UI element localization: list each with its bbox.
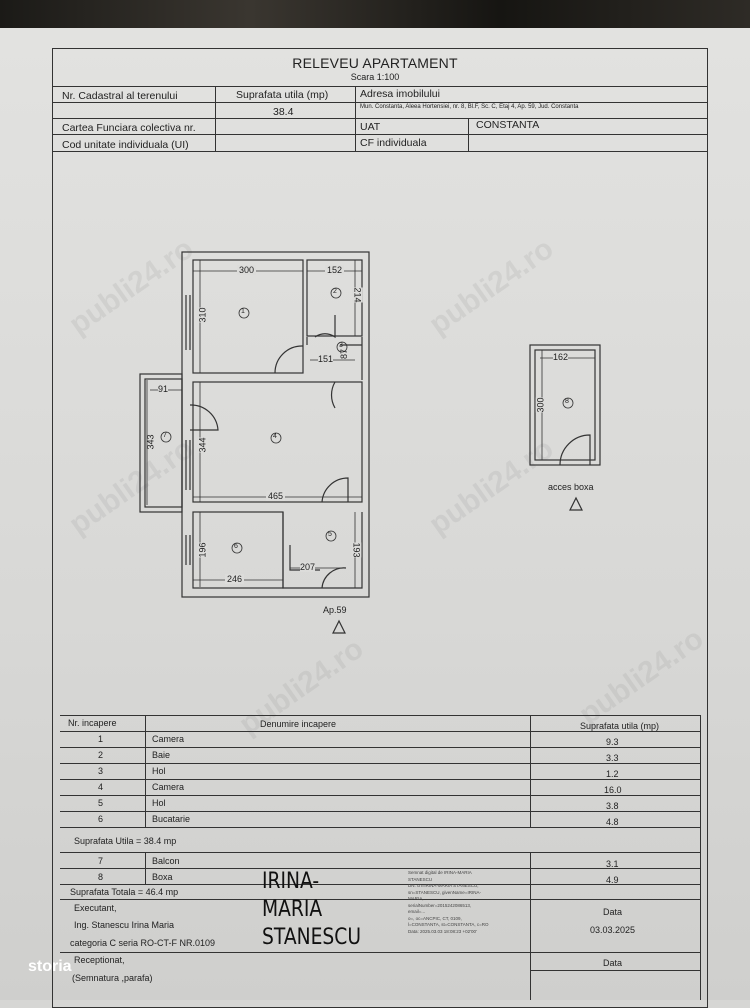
apartment-label: Ap.59 [323, 605, 347, 615]
table-cell-area: 4.8 [606, 817, 619, 827]
table-cell-name: Bucatarie [152, 814, 191, 824]
area-value: 38.4 [273, 106, 294, 118]
cf-individual-label: CF individuala [360, 137, 427, 149]
digital-signature: IRINA- MARIA STANESCU [262, 869, 362, 950]
dim-kitchen-height: 196 [197, 542, 208, 558]
room-number: 3 [339, 342, 343, 349]
table-cell-name: Camera [152, 782, 185, 792]
grand-total: Suprafata Totala = 46.4 mp [70, 887, 179, 897]
address-label: Adresa imobilului [360, 88, 440, 100]
signature-stamp-label: (Semnatura ,parafa) [72, 973, 153, 983]
cf-label: Cartea Funciara colectiva nr. [62, 122, 196, 134]
table-cell-name: Boxa [152, 872, 173, 882]
table-cell-area: 9.3 [606, 737, 619, 747]
room-number: 6 [234, 543, 238, 550]
date-label: Data [603, 907, 623, 917]
executant-name: Ing. Stanescu Irina Maria [74, 920, 175, 930]
apartment-walls [139, 251, 370, 598]
receptionat-label: Receptionat, [74, 955, 125, 965]
table-cell-nr: 6 [98, 814, 104, 824]
table-cell-area: 3.8 [606, 801, 619, 811]
dim-room4-width: 465 [266, 491, 286, 501]
dim-balcony-width: 91 [158, 384, 169, 394]
dim-hall2-height: 193 [351, 542, 362, 558]
signature-certificate: Semnat digital de IRINA-MARIA STANESCU D… [408, 870, 489, 934]
dimension-lines [146, 260, 362, 588]
dim-hall-width: 151 [318, 354, 334, 364]
room-number: 1 [241, 308, 245, 315]
table-cell-nr: 1 [98, 734, 104, 744]
table-cell-name: Balcon [152, 856, 180, 866]
table-cell-name: Hol [152, 766, 166, 776]
room-number: 8 [565, 398, 569, 405]
table-cell-area: 1.2 [606, 769, 619, 779]
table-cell-area: 16.0 [604, 785, 622, 795]
dim-room4-height: 344 [197, 437, 208, 453]
table-cell-nr: 3 [98, 766, 104, 776]
cadastral-label: Nr. Cadastral al terenului [62, 90, 178, 102]
table-cell-name: Camera [152, 734, 185, 744]
box-access-label: acces boxa [548, 482, 594, 492]
dim-hall-height: 87 [339, 348, 350, 360]
table-cell-nr: 2 [98, 750, 104, 760]
dim-room1-height: 310 [197, 307, 208, 323]
table-header-nr: Nr. incapere [68, 718, 117, 728]
storia-logo: storia [28, 958, 72, 975]
dim-room1-width: 300 [237, 265, 257, 275]
table-cell-area: 4.9 [606, 875, 619, 885]
table-header-area: Suprafata utila (mp) [580, 721, 660, 731]
uat-label: UAT [360, 121, 381, 133]
dim-room2-width: 152 [325, 265, 345, 275]
ui-label: Cod unitate individuala (UI) [62, 139, 189, 151]
table-cell-nr: 7 [98, 856, 104, 866]
useful-total: Suprafata Utila = 38.4 mp [74, 836, 177, 846]
executant-label: Executant, [74, 903, 117, 913]
north-triangle-icon [332, 619, 346, 634]
table-header-name: Denumire incapere [260, 719, 337, 729]
date-value: 03.03.2025 [590, 925, 636, 935]
table-cell-nr: 8 [98, 872, 104, 882]
scale-label: Scara 1:100 [350, 72, 400, 82]
date-label-2: Data [603, 958, 623, 968]
uat-value: CONSTANTA [476, 119, 540, 131]
page-title: RELEVEU APARTAMENT [292, 55, 458, 71]
room-number: 5 [328, 531, 332, 538]
table-cell-area: 3.1 [606, 859, 619, 869]
area-label: Suprafata utila (mp) [236, 89, 329, 101]
dim-kitchen-width: 246 [225, 574, 245, 584]
room-number: 7 [163, 432, 167, 439]
room-number: 4 [273, 433, 277, 440]
table-cell-name: Baie [152, 750, 171, 760]
table-cell-nr: 4 [98, 782, 104, 792]
address-value: Mun. Constanta, Aleea Hortensiei, nr. 8,… [360, 104, 579, 110]
room-number: 2 [333, 288, 337, 295]
document-paper [0, 28, 750, 1000]
box-plan [529, 344, 601, 466]
dim-box-height: 300 [535, 397, 546, 413]
table-cell-name: Hol [152, 798, 166, 808]
dim-room2-height: 214 [352, 287, 363, 303]
dim-balcony-height: 343 [145, 434, 156, 450]
table-cell-nr: 5 [98, 798, 104, 808]
executant-cert: categoria C seria RO-CT-F NR.0109 [70, 938, 216, 948]
dim-hall2-width: 207 [300, 562, 316, 572]
dim-box-width: 162 [553, 352, 569, 362]
room-circles [160, 287, 574, 554]
table-cell-area: 3.3 [606, 753, 619, 763]
box-triangle-icon [569, 496, 583, 511]
